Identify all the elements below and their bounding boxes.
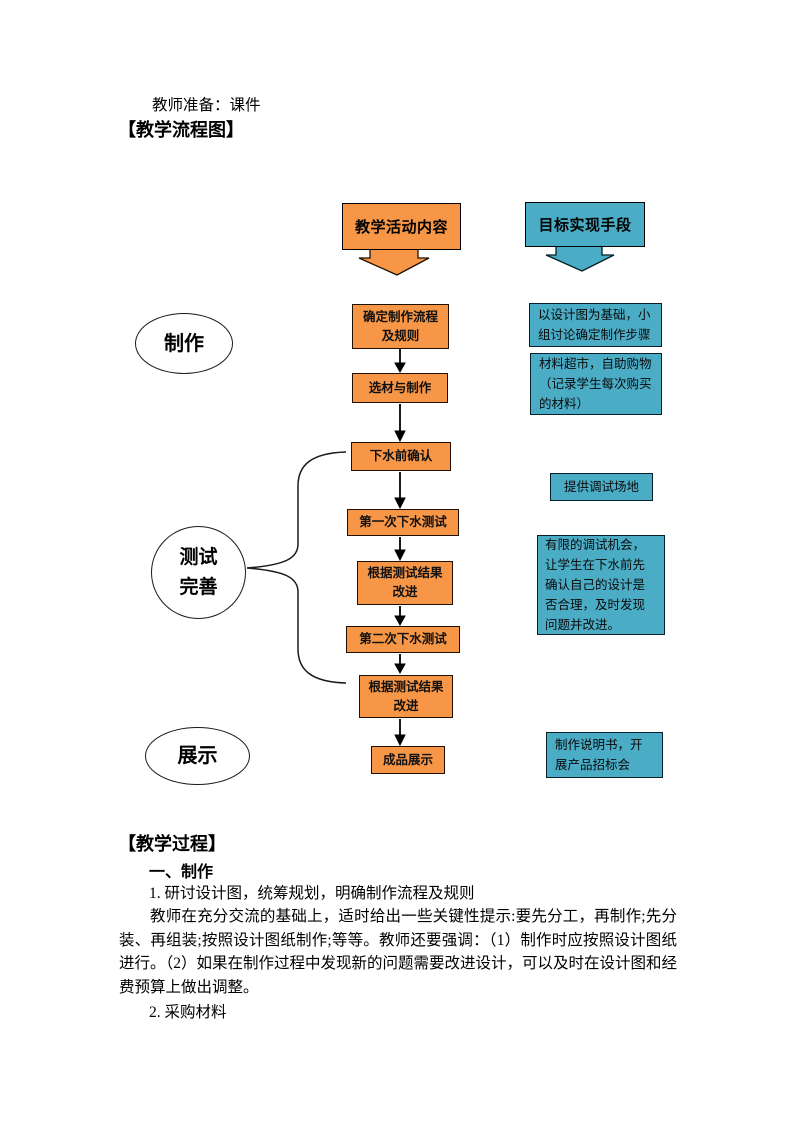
step-label: 成品展示 bbox=[382, 752, 433, 767]
method-label: 制作说明书，开展产品招标会 bbox=[555, 738, 643, 772]
method-label: 材料超市，自助购物（记录学生每次购买的材料） bbox=[539, 357, 652, 411]
step-label: 根据测试结果改进 bbox=[368, 679, 444, 713]
section-title: 一、制作 bbox=[149, 864, 214, 881]
activity-header-arrow-icon bbox=[358, 247, 430, 276]
step-label: 第一次下水测试 bbox=[359, 515, 447, 529]
method-box-5: 制作说明书，开展产品招标会 bbox=[546, 732, 663, 778]
step-box-7: 根据测试结果改进 bbox=[359, 675, 453, 718]
step-label: 根据测试结果改进 bbox=[367, 566, 443, 599]
flow-arrow-7 bbox=[394, 719, 406, 747]
process-heading: 【教学过程】 bbox=[118, 834, 226, 854]
step-box-2: 选材与制作 bbox=[352, 373, 448, 403]
flow-arrow-4 bbox=[394, 537, 406, 562]
stage-brace bbox=[246, 451, 347, 684]
step-box-6: 第二次下水测试 bbox=[346, 626, 460, 653]
stage-label: 展示 bbox=[177, 745, 218, 767]
step-box-3: 下水前确认 bbox=[351, 442, 451, 471]
flow-arrow-1 bbox=[394, 349, 406, 374]
method-box-3: 提供调试场地 bbox=[550, 473, 653, 501]
step-box-8: 成品展示 bbox=[371, 746, 445, 774]
method-column-header: 目标实现手段 bbox=[525, 202, 645, 247]
stage-label: 测试完善 bbox=[179, 546, 218, 598]
step-box-4: 第一次下水测试 bbox=[347, 509, 459, 536]
flow-arrow-2 bbox=[394, 404, 406, 443]
teacher-prep-line: 教师准备：课件 bbox=[152, 97, 261, 114]
list-item-1: 1. 研讨设计图，统筹规划，明确制作流程及规则 bbox=[149, 885, 475, 902]
stage-label: 制作 bbox=[164, 332, 204, 355]
method-label: 有限的调试机会，让学生在下水前先确认自己的设计是否合理，及时发现问题并改进。 bbox=[545, 538, 646, 632]
method-box-1: 以设计图为基础，小组讨论确定制作步骤 bbox=[529, 303, 662, 347]
stage-ellipse-make: 制作 bbox=[135, 313, 233, 374]
method-label: 提供调试场地 bbox=[563, 480, 639, 494]
flow-arrow-3 bbox=[394, 472, 406, 510]
step-box-5: 根据测试结果改进 bbox=[357, 561, 453, 605]
stage-ellipse-test: 测试完善 bbox=[151, 526, 246, 619]
list-item-2: 2. 采购材料 bbox=[149, 1004, 227, 1021]
step-label: 确定制作流程及规则 bbox=[362, 309, 438, 343]
method-header-arrow-icon bbox=[545, 244, 615, 272]
body-paragraph: 教师在充分交流的基础上，适时给出一些关键性提示:要先分工，再制作;先分装、再组装… bbox=[119, 908, 678, 996]
activity-column-header-label: 教学活动内容 bbox=[354, 219, 448, 236]
activity-column-header: 教学活动内容 bbox=[342, 203, 461, 250]
step-box-1: 确定制作流程及规则 bbox=[352, 304, 449, 349]
method-label: 以设计图为基础，小组讨论确定制作步骤 bbox=[538, 308, 651, 342]
stage-ellipse-show: 展示 bbox=[145, 727, 250, 785]
flow-arrow-5 bbox=[394, 606, 406, 627]
flowchart-heading: 【教学流程图】 bbox=[118, 120, 244, 140]
method-box-2: 材料超市，自助购物（记录学生每次购买的材料） bbox=[530, 353, 662, 415]
step-label: 选材与制作 bbox=[368, 380, 432, 395]
method-box-4: 有限的调试机会，让学生在下水前先确认自己的设计是否合理，及时发现问题并改进。 bbox=[537, 535, 665, 635]
method-column-header-label: 目标实现手段 bbox=[538, 217, 632, 234]
step-label: 下水前确认 bbox=[369, 449, 433, 463]
flow-arrow-6 bbox=[394, 654, 406, 675]
step-label: 第二次下水测试 bbox=[359, 632, 447, 646]
